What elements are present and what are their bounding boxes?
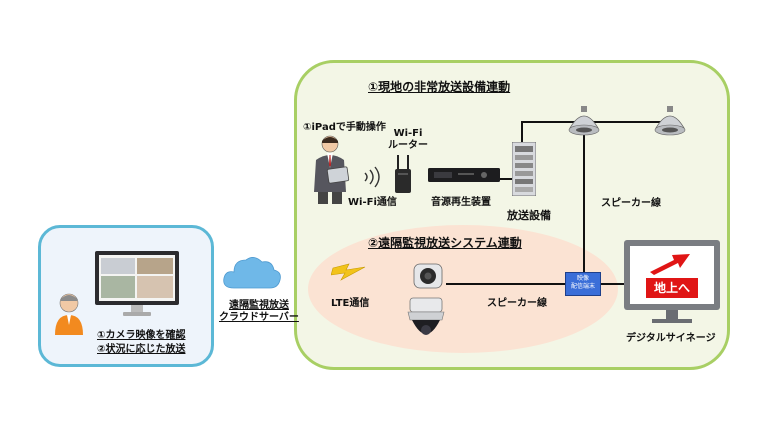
rack-icon [512, 142, 536, 196]
cloud-server-label: 遠隔監視放送 クラウドサーバー [219, 300, 299, 323]
monitor-icon [95, 251, 179, 316]
site-panel-title: ①現地の非常放送設備連動 [368, 80, 511, 94]
signage-stand [666, 310, 678, 320]
audio-player-icon [428, 168, 500, 182]
digital-signage-label: デジタルサイネージ [626, 333, 716, 344]
wifi-comm-label: Wi-Fi通信 [348, 197, 397, 208]
dome-camera-icon [407, 297, 445, 335]
signage-text: 地上へ [646, 278, 698, 298]
signage-screen: 地上へ [630, 246, 714, 304]
wire-camera-terminal [446, 283, 566, 285]
signage-base [652, 319, 692, 323]
speaker-line-bottom-label: スピーカー線 [487, 298, 547, 309]
remote-system-title: ②遠隔監視放送システム連動 [368, 236, 522, 250]
status-broadcast-label: ②状況に応じた放送 [97, 344, 186, 355]
audio-player-label: 音源再生装置 [431, 197, 491, 208]
wire-player-rack [498, 178, 520, 180]
signage-monitor-icon: 地上へ [624, 240, 720, 310]
lightning-icon [331, 263, 366, 281]
wire-speaker1-down [583, 122, 585, 274]
speaker-line-top-label: スピーカー線 [601, 198, 661, 209]
cloud-icon [223, 257, 281, 289]
wifi-signal-icon [364, 166, 380, 188]
wire-terminal-signage [600, 283, 630, 285]
camera-check-label: ①カメラ映像を確認 [97, 330, 186, 341]
broadcast-equipment-label: 放送設備 [507, 209, 551, 222]
video-terminal-label: 映像 配信端末 [570, 275, 595, 290]
video-terminal-icon: 映像 配信端末 [565, 272, 601, 296]
businessman-ipad-icon [314, 135, 350, 204]
ceiling-speaker-icon-2 [654, 106, 686, 136]
lte-comm-label: LTE通信 [331, 298, 370, 309]
person-monitor-icon [55, 293, 83, 335]
wifi-router-label: Wi-Fi ルーター [388, 128, 428, 151]
wire-rack-up [521, 122, 523, 148]
up-arrow-icon [650, 254, 690, 275]
router-icon [395, 155, 411, 193]
ipad-operation-label: ①iPadで手動操作 [303, 122, 386, 133]
camera-icon [413, 263, 443, 289]
ceiling-speaker-icon [568, 106, 600, 136]
wire-top-horizontal [521, 121, 669, 123]
